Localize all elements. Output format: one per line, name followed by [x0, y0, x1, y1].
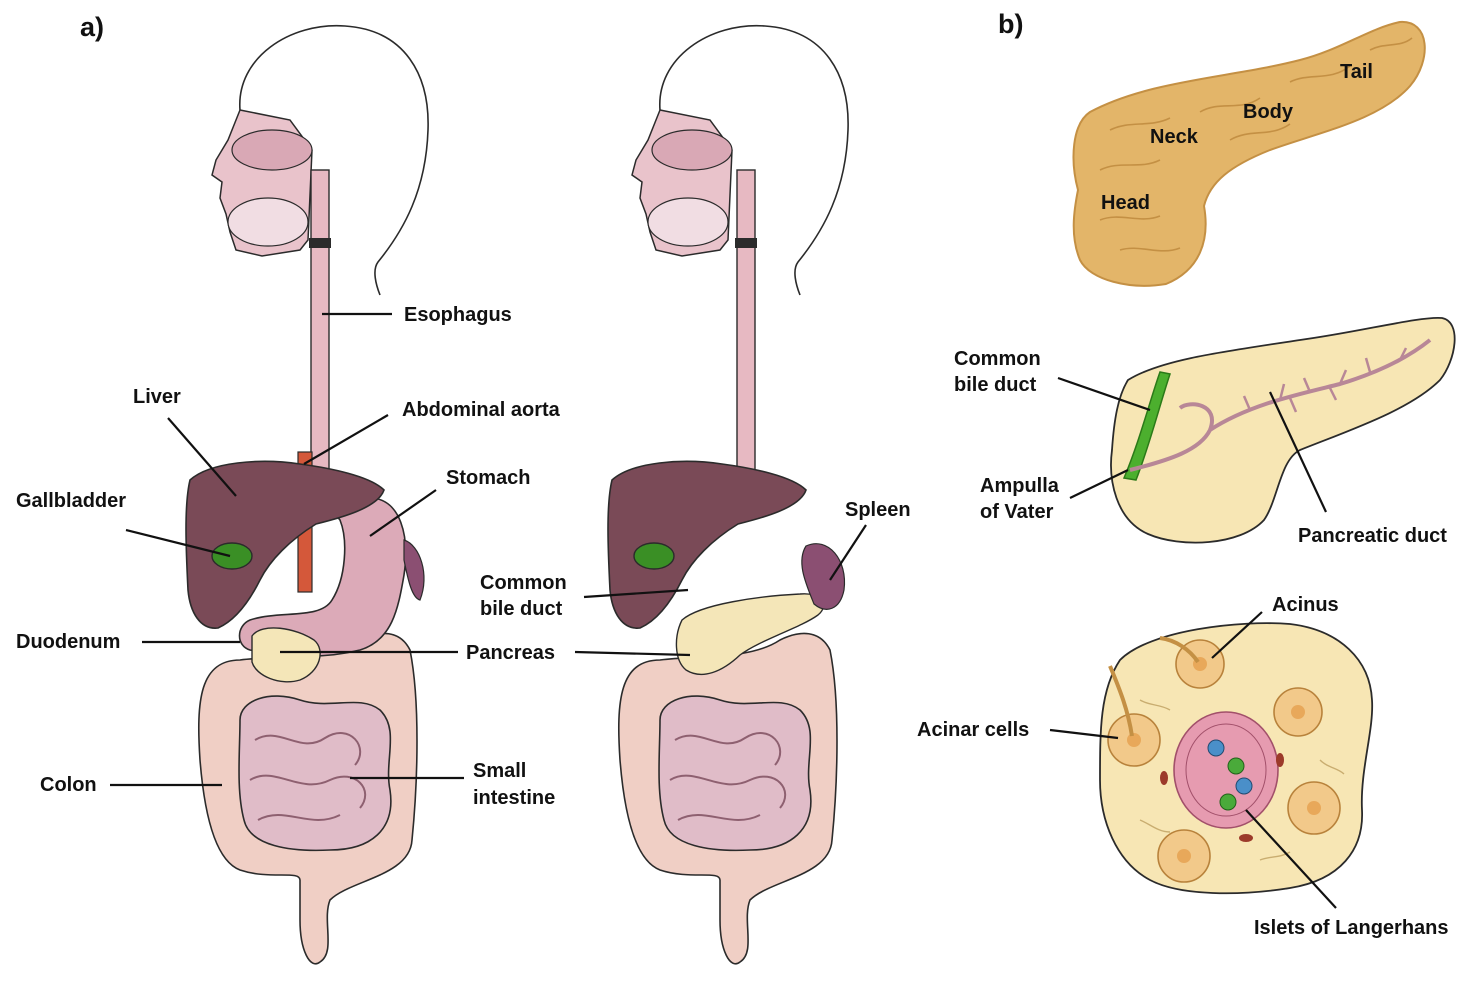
liver-shape-right	[607, 460, 807, 629]
esophagus-band-right	[735, 238, 757, 248]
label-ampulla-line1: Ampulla	[980, 475, 1060, 497]
label-ampulla-line2: of Vater	[980, 501, 1054, 523]
head-outline-right	[659, 24, 849, 296]
label-stomach: Stomach	[446, 467, 530, 489]
esophagus-tube	[310, 169, 330, 471]
label-gallbladder: Gallbladder	[16, 490, 126, 512]
pancreas-shape-right	[675, 593, 825, 676]
oral-cavity	[227, 197, 309, 247]
nasal-cavity-right	[651, 129, 733, 171]
label-liver: Liver	[133, 386, 181, 408]
label-small-intestine-line1: Small	[473, 760, 526, 782]
digestive-figure-right	[607, 24, 849, 965]
duct-diagram-labels: Common bile duct Ampulla of Vater Pancre…	[954, 348, 1447, 547]
label-small-intestine-line2: intestine	[473, 787, 555, 809]
histology-section	[1099, 622, 1374, 895]
label-tail: Tail	[1340, 61, 1373, 83]
leader-lines-a	[110, 312, 867, 787]
label-common-bile-duct-line1: Common	[480, 572, 567, 594]
pancreas-duct-diagram	[1110, 316, 1456, 544]
pancreas-gland	[1072, 20, 1426, 287]
label-head: Head	[1101, 192, 1150, 214]
label-pancreas: Pancreas	[466, 642, 555, 664]
histology-labels: Acinar cells Acinus Islets of Langerhans	[917, 594, 1449, 939]
label-abdominal-aorta: Abdominal aorta	[402, 399, 561, 421]
label-b-common-bile-duct-line2: bile duct	[954, 374, 1037, 396]
head-outline	[239, 24, 429, 296]
duct-diagram-leaders	[1057, 376, 1327, 513]
spleen-shape-left	[403, 539, 425, 601]
liver-shape	[185, 460, 385, 629]
gallbladder-shape-right	[633, 542, 675, 570]
pancreas-shape	[251, 627, 321, 683]
label-spleen: Spleen	[845, 499, 911, 521]
label-common-bile-duct-line2: bile duct	[480, 598, 563, 620]
label-duodenum: Duodenum	[16, 631, 120, 653]
label-acinar-cells: Acinar cells	[917, 719, 1029, 741]
panel-label-b: b)	[998, 9, 1023, 39]
digestive-figure-left	[185, 24, 429, 965]
esophagus-band	[309, 238, 331, 248]
intestine-loops-right	[669, 732, 787, 821]
label-acinus: Acinus	[1272, 594, 1339, 616]
panel-label-a: a)	[80, 12, 104, 42]
label-islets: Islets of Langerhans	[1254, 917, 1449, 939]
label-pancreatic-duct: Pancreatic duct	[1298, 525, 1447, 547]
gallbladder-shape	[211, 542, 253, 570]
nasal-cavity	[231, 129, 313, 171]
label-body: Body	[1243, 101, 1294, 123]
histology-leaders	[1049, 611, 1337, 909]
label-neck: Neck	[1150, 126, 1199, 148]
label-colon: Colon	[40, 774, 97, 796]
small-intestine-shape-right	[658, 695, 812, 852]
pancreas-gland-labels: Tail Body Neck Head	[1101, 61, 1373, 214]
labels-a: Esophagus Abdominal aorta Liver Stomach …	[16, 304, 911, 809]
intestine-loops	[249, 732, 367, 821]
spleen-shape-right	[801, 543, 846, 610]
label-b-common-bile-duct-line1: Common	[954, 348, 1041, 370]
oral-cavity-right	[647, 197, 729, 247]
esophagus-tube-right	[736, 169, 756, 471]
small-intestine-shape	[238, 695, 392, 852]
label-esophagus: Esophagus	[404, 304, 512, 326]
